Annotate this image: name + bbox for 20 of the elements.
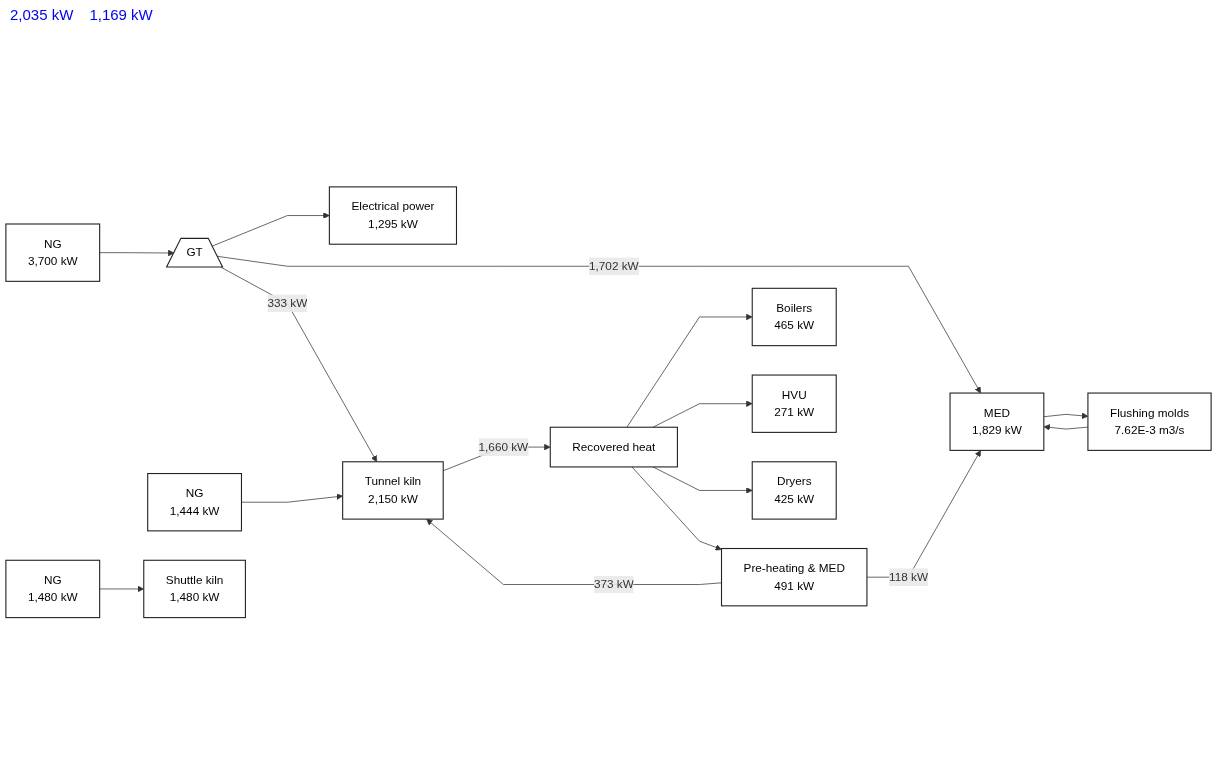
node-box: Shuttle kiln 1,480 kW: [143, 559, 246, 619]
node-box: NG 1,444 kW: [147, 473, 243, 532]
edge-label: 333 kW: [267, 297, 308, 310]
node-box: Dryers 425 kW: [751, 461, 837, 520]
edge-label: 1,702 kW: [589, 259, 639, 273]
node-box: NG 1,480 kW: [5, 559, 101, 619]
edge-label: 118 kW: [888, 570, 928, 584]
node-box: Flushing molds 7.62E-3 m3/s: [1087, 392, 1212, 452]
node-box: NG 3,700 kW: [5, 223, 101, 283]
node-box: HVU 271 kW: [751, 374, 837, 434]
node-box: MED 1,829 kW: [949, 392, 1045, 452]
node-box: Recovered heat: [549, 426, 678, 468]
node-box: Tunnel kiln 2,150 kW: [342, 461, 444, 520]
node-box: Electrical power 1,295 kW: [328, 186, 458, 245]
node-box: Boilers 465 kW: [751, 288, 837, 347]
node-box: Pre-heating & MED 491 kW: [720, 548, 868, 607]
flow-value-label: 2,035 kW: [10, 6, 74, 23]
edge-label: 373 kW: [593, 578, 634, 591]
edge-label: 1,660 kW: [478, 440, 529, 454]
flow-value-label: 1,169 kW: [89, 6, 153, 23]
